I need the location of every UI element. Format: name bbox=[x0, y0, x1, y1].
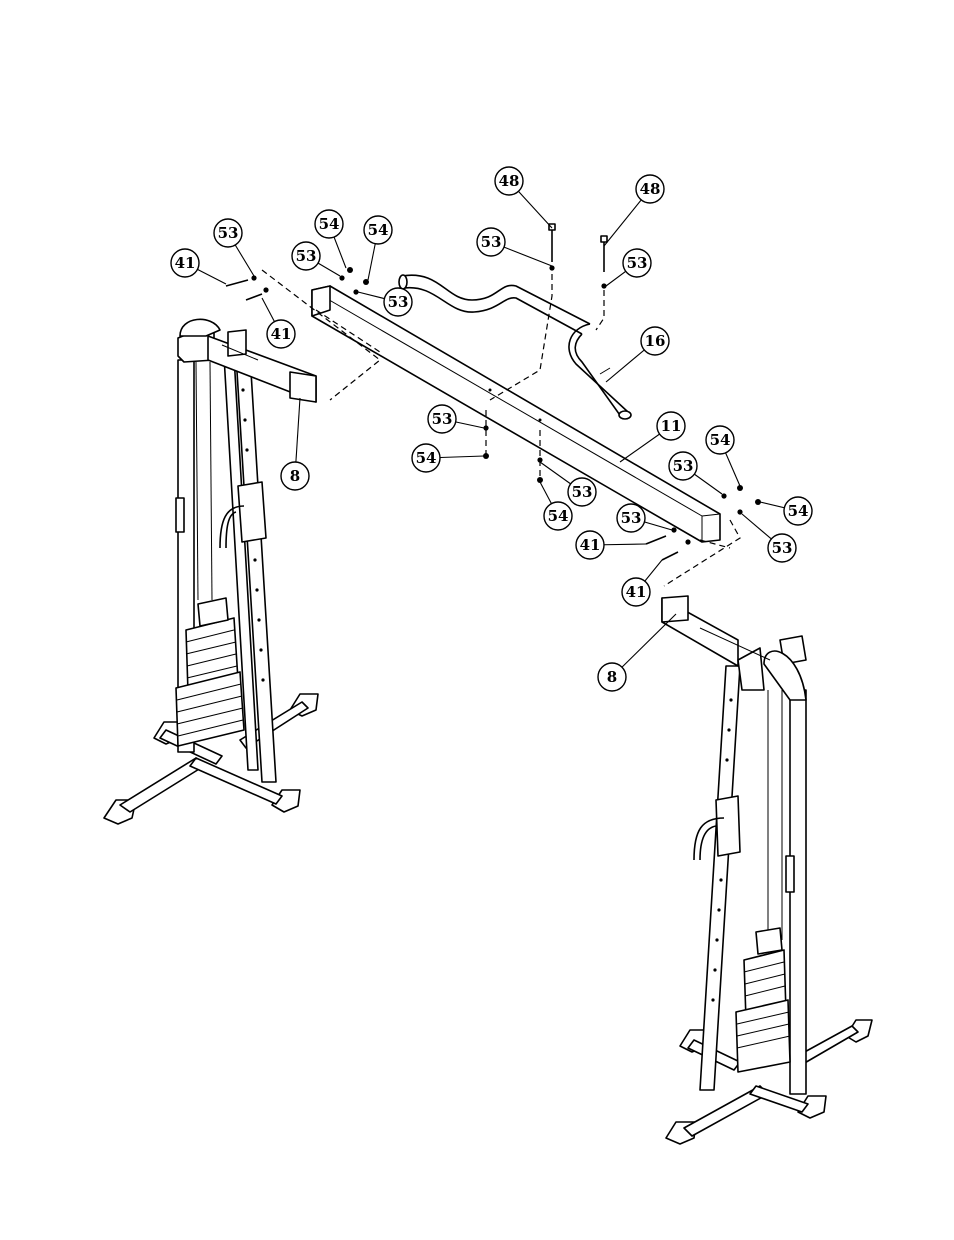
callout-label: 53 bbox=[627, 254, 648, 272]
callout-bubble: 54 bbox=[364, 216, 392, 244]
callout-label: 53 bbox=[388, 293, 409, 311]
left-tower bbox=[104, 319, 318, 824]
right-crossbar-end bbox=[662, 596, 688, 622]
callout-bubble: 41 bbox=[622, 578, 650, 606]
callout-bubble: 53 bbox=[214, 219, 242, 247]
cross-beam bbox=[312, 286, 720, 542]
callout-label: 54 bbox=[368, 221, 389, 239]
bolt-41-d bbox=[662, 552, 678, 560]
callout-bubbles: 48 48 53 54 54 53 41 53 41 53 53 16 8 11… bbox=[171, 167, 812, 691]
callout-bubble: 11 bbox=[657, 412, 685, 440]
callout-label: 53 bbox=[218, 224, 239, 242]
right-upright-front bbox=[700, 666, 740, 1090]
callout-bubble: 54 bbox=[315, 210, 343, 238]
left-carriage bbox=[238, 482, 266, 542]
callout-bubble: 48 bbox=[636, 175, 664, 203]
callout-bubble: 54 bbox=[706, 426, 734, 454]
callout-bubble: 53 bbox=[617, 504, 645, 532]
left-front-cap bbox=[228, 330, 246, 356]
callout-label: 54 bbox=[788, 502, 809, 520]
callout-bubble: 53 bbox=[292, 242, 320, 270]
callout-label: 53 bbox=[772, 539, 793, 557]
callout-label: 11 bbox=[661, 417, 682, 435]
callout-label: 53 bbox=[621, 509, 642, 527]
cross-beam-body bbox=[312, 286, 720, 542]
chin-up-bar-end-cap bbox=[399, 275, 407, 289]
chin-up-bar-top-edge bbox=[402, 275, 590, 324]
callout-bubble: 54 bbox=[784, 497, 812, 525]
callout-label: 53 bbox=[572, 483, 593, 501]
callout-bubble: 48 bbox=[495, 167, 523, 195]
callout-bubble: 53 bbox=[768, 534, 796, 562]
callout-label: 41 bbox=[626, 583, 647, 601]
callout-label: 53 bbox=[481, 233, 502, 251]
left-side-bracket bbox=[176, 498, 184, 532]
callout-label: 8 bbox=[607, 668, 617, 686]
callout-bubble: 53 bbox=[568, 478, 596, 506]
callout-label: 48 bbox=[499, 172, 520, 190]
bolt-41-c bbox=[646, 536, 666, 544]
callout-bubble: 53 bbox=[477, 228, 505, 256]
callout-bubble: 54 bbox=[412, 444, 440, 472]
callout-label: 54 bbox=[319, 215, 340, 233]
callout-bubble: 53 bbox=[669, 452, 697, 480]
callout-bubble: 41 bbox=[576, 531, 604, 559]
callout-bubble: 53 bbox=[428, 405, 456, 433]
cross-beam-end-left bbox=[312, 286, 330, 316]
callout-bubble: 41 bbox=[171, 249, 199, 277]
callout-bubble: 54 bbox=[544, 502, 572, 530]
callout-label: 53 bbox=[296, 247, 317, 265]
callout-label: 41 bbox=[175, 254, 196, 272]
callout-label: 41 bbox=[580, 536, 601, 554]
bolt-41-b bbox=[246, 294, 262, 300]
left-crossbar-end bbox=[290, 372, 316, 402]
callout-label: 53 bbox=[432, 410, 453, 428]
callout-bubble: 8 bbox=[598, 663, 626, 691]
callout-label: 41 bbox=[271, 325, 292, 343]
right-front-cap bbox=[738, 648, 764, 690]
callout-label: 48 bbox=[640, 180, 661, 198]
callout-label: 54 bbox=[548, 507, 569, 525]
callout-bubble: 53 bbox=[384, 288, 412, 316]
callout-label: 53 bbox=[673, 457, 694, 475]
chin-up-bar-end-cap-2 bbox=[619, 411, 631, 419]
right-tower bbox=[662, 596, 872, 1144]
callout-bubble: 53 bbox=[623, 249, 651, 277]
bolt-41-a bbox=[226, 280, 248, 286]
right-side-bracket bbox=[786, 856, 794, 892]
callout-bubble: 8 bbox=[281, 462, 309, 490]
callout-label: 16 bbox=[645, 332, 666, 350]
callout-label: 54 bbox=[710, 431, 731, 449]
callout-label: 54 bbox=[416, 449, 437, 467]
callout-bubble: 16 bbox=[641, 327, 669, 355]
right-weight-stack bbox=[736, 928, 790, 1072]
callout-bubble: 41 bbox=[267, 320, 295, 348]
right-carriage bbox=[716, 796, 740, 856]
callout-label: 8 bbox=[290, 467, 300, 485]
